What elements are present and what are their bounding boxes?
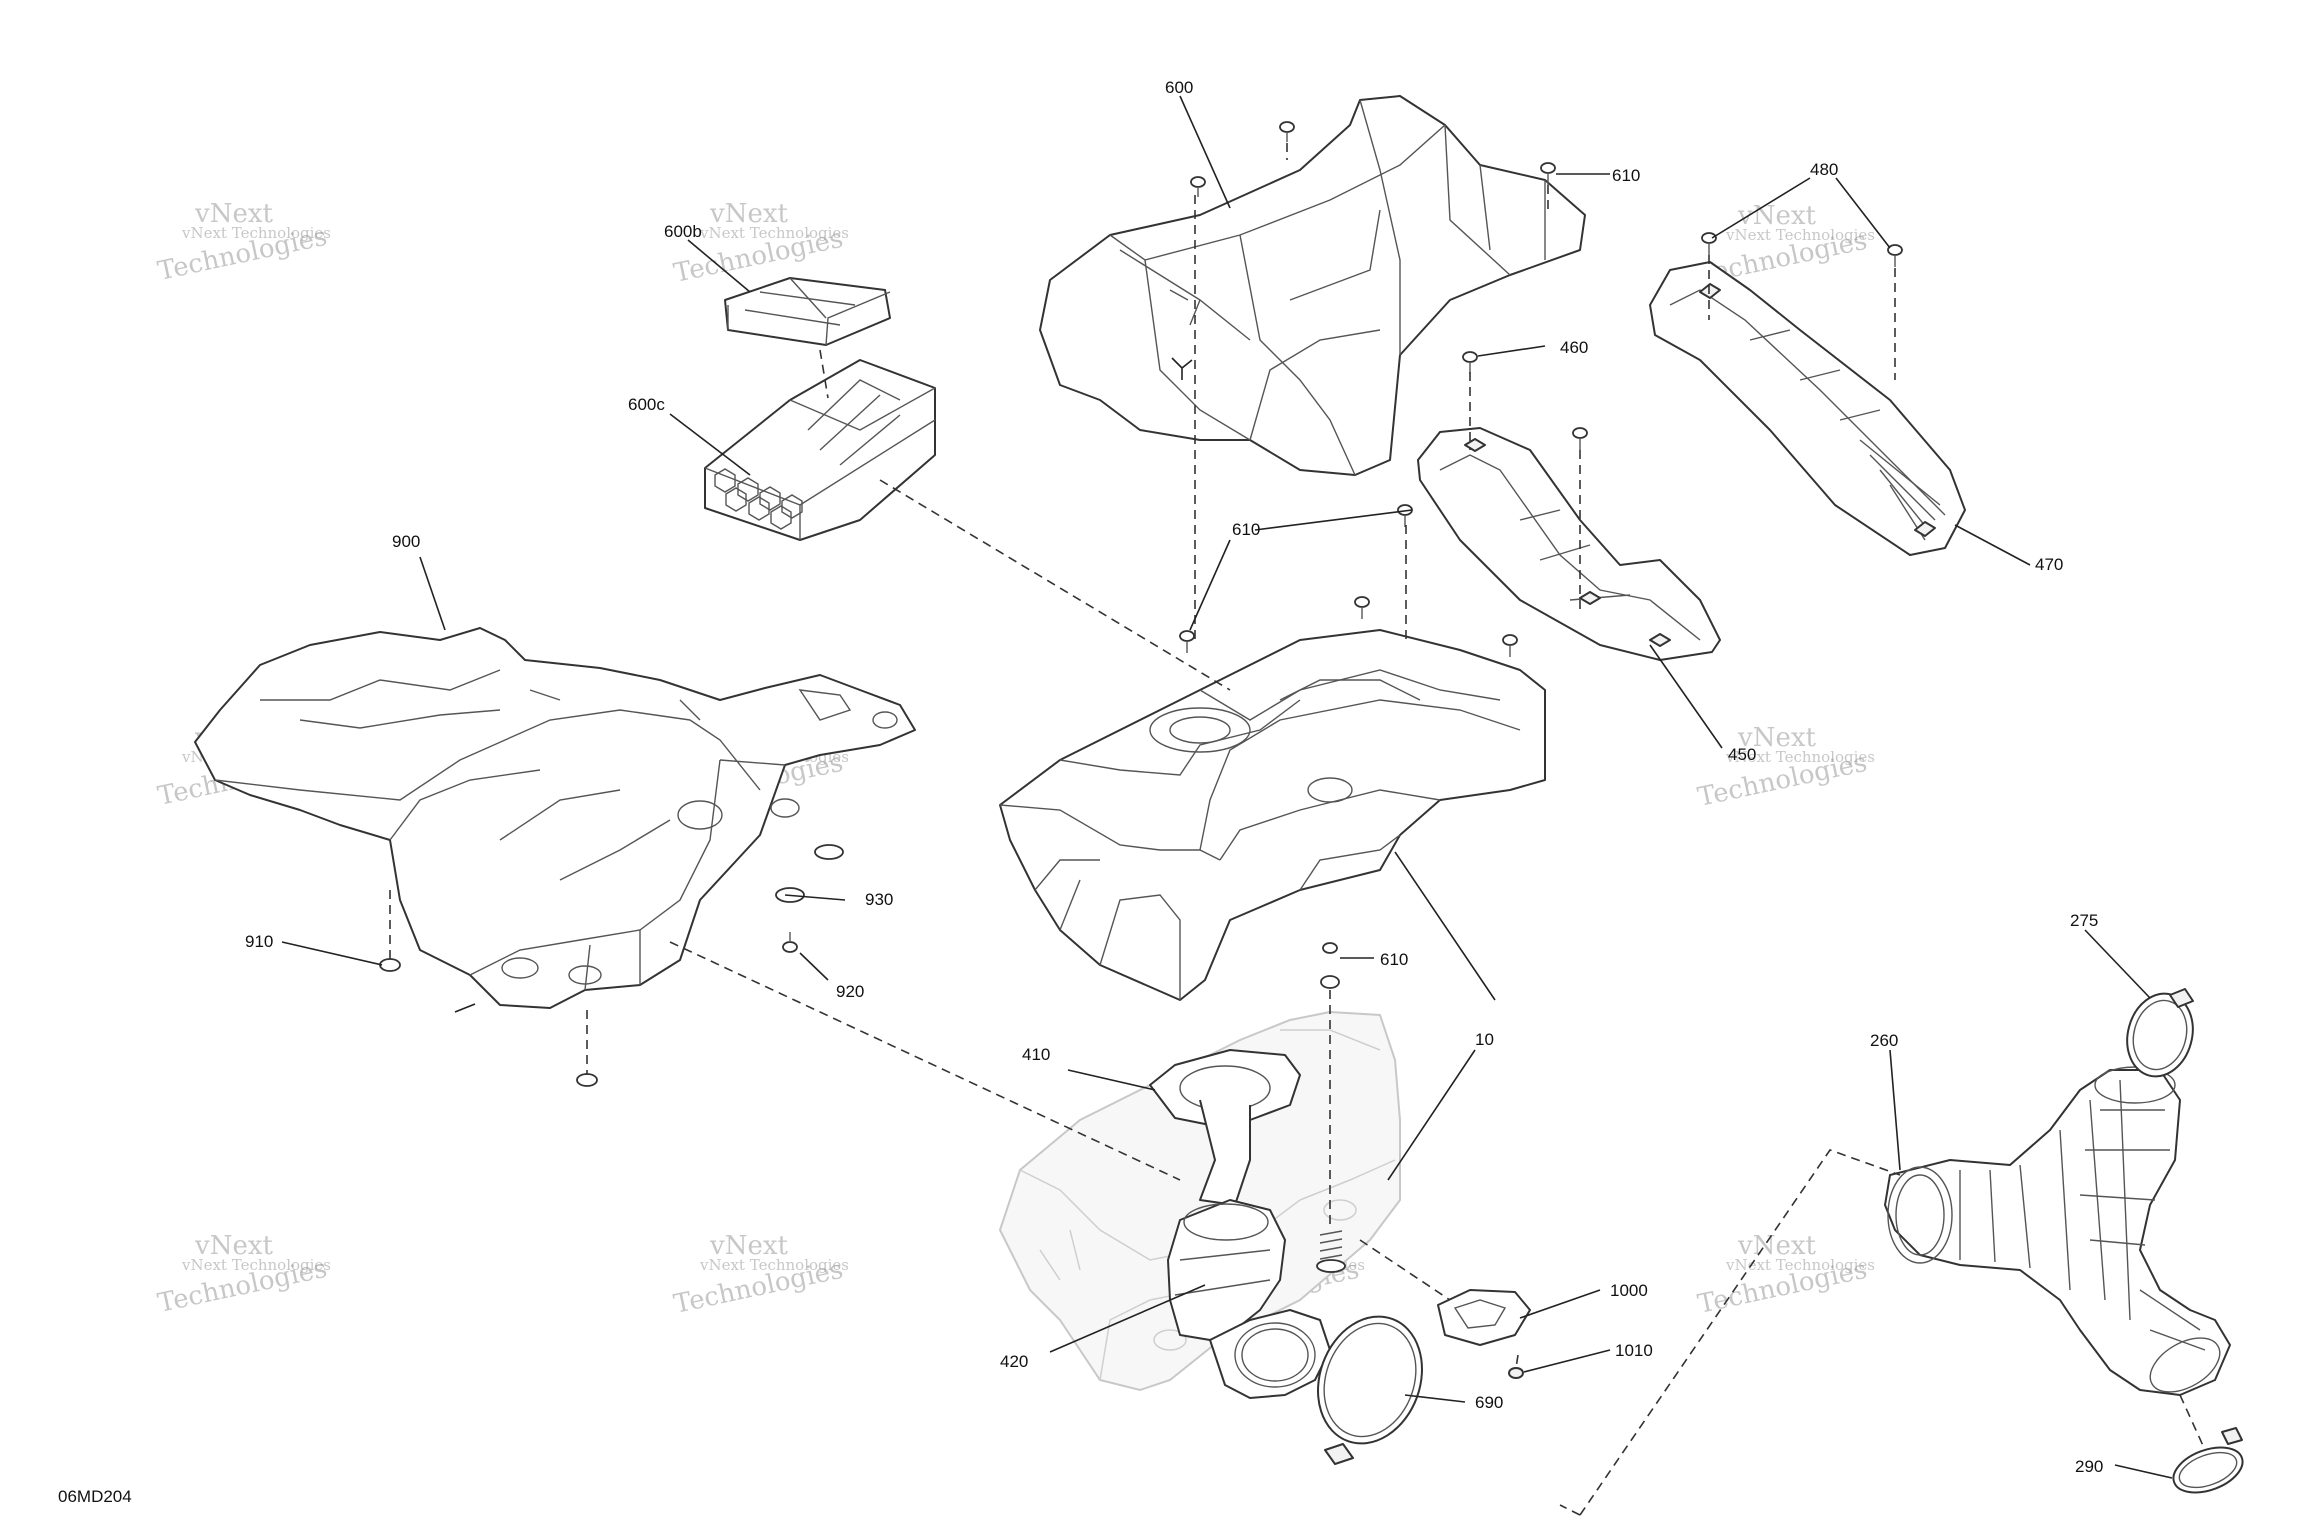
callout-1000: 1000 [1610,1281,1648,1300]
part-260-intake-hose[interactable] [1884,1066,2231,1403]
fastener-480-b[interactable] [1887,244,1903,267]
fastener-610-mid-b[interactable] [1397,504,1413,527]
clip-marker-b [1171,357,1193,380]
part-1010-nut[interactable] [1508,1367,1524,1379]
watermark-text: vNext Technologies [1725,1256,1875,1274]
drawing-code: 06MD204 [58,1487,132,1506]
callout-10: 10 [1475,1030,1494,1049]
callout-600c: 600c [628,395,665,414]
watermark-text: vNext Technologies [181,1256,331,1274]
watermark-text: vNext [194,1231,273,1261]
leader-lines [281,95,2173,1479]
watermark-text: vNext [1737,201,1816,231]
callout-450: 450 [1728,745,1756,764]
part-600b-cover[interactable] [724,277,891,346]
callout-930: 930 [865,890,893,909]
callout-410: 410 [1022,1045,1050,1064]
callout-920: 920 [836,982,864,1001]
callout-420: 420 [1000,1352,1028,1371]
callout-260: 260 [1870,1031,1898,1050]
watermark-top-left: vNext Technologies vNext Technologies [155,199,331,287]
filter-cage-hex-cells [714,468,803,530]
fastener-610-top[interactable] [1540,162,1556,185]
fastener-460-a[interactable] [1462,351,1478,374]
callout-1010: 1010 [1615,1341,1653,1360]
callout-610-lower: 610 [1380,950,1408,969]
assembly-lines [389,143,2206,1516]
part-450-front-bracket[interactable] [1417,427,1721,661]
callout-460: 460 [1560,338,1588,357]
fastener-930-washer-a[interactable] [814,844,844,860]
callout-470: 470 [2035,555,2063,574]
part-600c-filter-cage[interactable] [704,359,936,541]
fastener-920-screw[interactable] [782,932,798,953]
fastener-group [379,121,1903,1273]
watermark-text: vNext [1737,1231,1816,1261]
watermark-text: vNext [709,1231,788,1261]
watermark-bottom-left: vNext Technologies vNext Technologies [155,1231,331,1319]
part-290-clamp[interactable] [2167,1427,2248,1501]
watermark-text: vNext Technologies [1725,748,1875,766]
fastener-610-lower[interactable] [1320,942,1340,989]
fastener-610-mid-c[interactable] [1354,596,1370,619]
watermark-text: vNext Technologies [181,224,331,242]
callout-690: 690 [1475,1393,1503,1412]
callout-600: 600 [1165,78,1193,97]
fastener-610-mid-a[interactable] [1179,630,1195,653]
part-275-clamp[interactable] [2118,986,2202,1084]
fastener-480-a[interactable] [1701,232,1717,255]
fastener-600-a[interactable] [1279,121,1295,142]
part-10-lower-airbox[interactable] [999,629,1546,1001]
watermark-text: vNext Technologies [699,1256,849,1274]
fastener-600-b[interactable] [1190,176,1206,197]
callout-610-top: 610 [1612,166,1640,185]
callout-480: 480 [1810,160,1838,179]
fastener-910-b[interactable] [576,1073,598,1087]
callout-600b: 600b [664,222,702,241]
clip-marker-a [454,1003,476,1013]
part-900-top-panel[interactable] [194,627,916,1009]
watermark-bottom-center: vNext Technologies vNext Technologies [671,1231,849,1320]
watermark-text: vNext [1737,723,1816,753]
callout-910: 910 [245,932,273,951]
watermark-text: vNext Technologies [1725,226,1875,244]
part-410-intake-bell[interactable] [1149,1049,1301,1206]
callout-275: 275 [2070,911,2098,930]
callout-610-mid: 610 [1232,520,1260,539]
callout-290: 290 [2075,1457,2103,1476]
watermark-text: vNext [709,199,788,229]
spring-fastener[interactable] [1316,1230,1346,1273]
watermark-mid-right: vNext Technologies vNext Technologies [1695,723,1875,813]
part-470-rear-bracket[interactable] [1649,261,1966,556]
part-690-clamp[interactable] [1301,1302,1439,1465]
watermark-text: vNext Technologies [699,224,849,242]
callout-labels: 600 610 600b 600c 480 460 470 610 900 93… [245,78,2103,1476]
fastener-910-a[interactable] [379,958,401,972]
watermark-bottom-right: vNext Technologies vNext Technologies [1695,1231,1875,1320]
part-420-intake-duct[interactable] [1167,1199,1331,1399]
part-1000-cover[interactable] [1437,1289,1531,1346]
fastener-460-b[interactable] [1572,427,1588,450]
part-600-upper-housing[interactable] [1039,95,1586,476]
watermark-text: vNext [194,199,273,229]
callout-900: 900 [392,532,420,551]
watermark-top-center: vNext Technologies vNext Technologies [671,199,849,289]
fastener-610-mid-d[interactable] [1502,634,1518,657]
